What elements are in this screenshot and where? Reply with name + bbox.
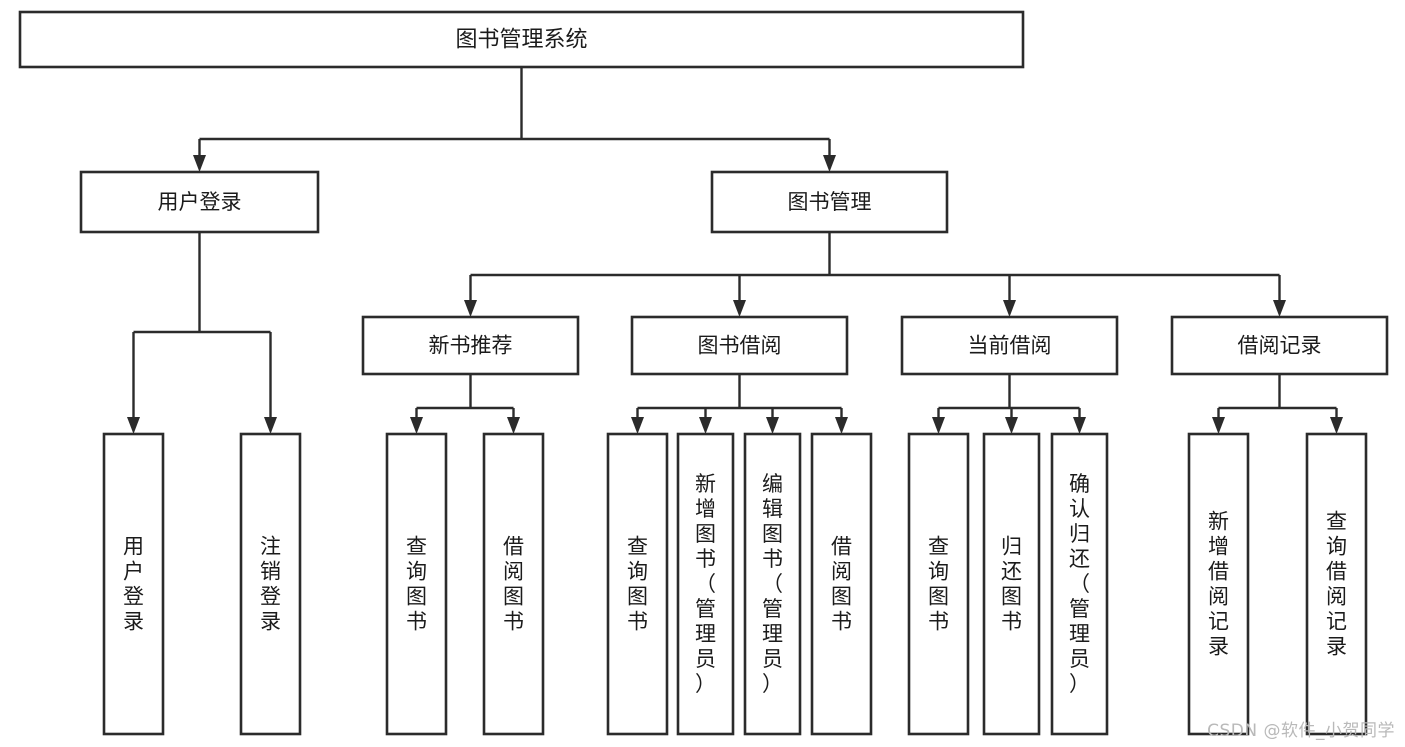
csdn-watermark: CSDN @软件_小贺同学	[1207, 721, 1395, 741]
node-box-c2[interactable]	[676, 432, 735, 736]
node-label-e2: 查询借阅记录	[1326, 510, 1347, 659]
node-label-d3: 确认归还（管理员）	[1069, 472, 1090, 696]
node-box-b2[interactable]	[482, 432, 545, 736]
node-label-l3a: 新书推荐	[429, 334, 513, 358]
node-box-c1[interactable]	[606, 432, 669, 736]
node-label-e1: 新增借阅记录	[1208, 510, 1229, 659]
node-box-d3[interactable]	[1050, 432, 1109, 736]
node-label-l3d: 借阅记录	[1238, 334, 1322, 358]
node-c1[interactable]: 查询图书	[606, 432, 669, 736]
node-d3[interactable]: 确认归还（管理员）	[1050, 432, 1109, 736]
node-label-c3: 编辑图书（管理员）	[762, 472, 783, 696]
node-label-b1: 查询图书	[406, 535, 427, 634]
node-layer: 图书管理系统用户登录图书管理新书推荐图书借阅当前借阅借阅记录用户登录注销登录查询…	[18, 10, 1389, 736]
node-l3d[interactable]: 借阅记录	[1170, 315, 1389, 376]
node-l3c[interactable]: 当前借阅	[900, 315, 1119, 376]
node-l3b[interactable]: 图书借阅	[630, 315, 849, 376]
node-label-d2: 归还图书	[1001, 535, 1022, 634]
node-label-d1: 查询图书	[928, 535, 949, 634]
node-box-l3d[interactable]	[1170, 315, 1389, 376]
node-label-a1: 用户登录	[123, 535, 144, 634]
node-b1[interactable]: 查询图书	[385, 432, 448, 736]
node-d1[interactable]: 查询图书	[907, 432, 970, 736]
node-c2[interactable]: 新增图书（管理员）	[676, 432, 735, 736]
node-label-l3b: 图书借阅	[698, 334, 782, 358]
node-l2b[interactable]: 图书管理	[710, 170, 949, 234]
node-box-l2b[interactable]	[710, 170, 949, 234]
node-e1[interactable]: 新增借阅记录	[1187, 432, 1250, 736]
node-label-root: 图书管理系统	[455, 28, 587, 53]
node-box-b1[interactable]	[385, 432, 448, 736]
node-box-a1[interactable]	[102, 432, 165, 736]
node-c3[interactable]: 编辑图书（管理员）	[743, 432, 802, 736]
node-b2[interactable]: 借阅图书	[482, 432, 545, 736]
node-c4[interactable]: 借阅图书	[810, 432, 873, 736]
node-a2[interactable]: 注销登录	[239, 432, 302, 736]
node-box-l2a[interactable]	[79, 170, 320, 234]
node-root[interactable]: 图书管理系统	[18, 10, 1025, 69]
node-box-l3c[interactable]	[900, 315, 1119, 376]
node-box-root[interactable]	[18, 10, 1025, 69]
node-label-l2a: 用户登录	[158, 190, 242, 214]
node-label-c1: 查询图书	[627, 535, 648, 634]
node-box-e2[interactable]	[1305, 432, 1368, 736]
node-box-a2[interactable]	[239, 432, 302, 736]
node-box-d1[interactable]	[907, 432, 970, 736]
node-box-l3b[interactable]	[630, 315, 849, 376]
node-d2[interactable]: 归还图书	[982, 432, 1041, 736]
node-label-c4: 借阅图书	[831, 535, 852, 634]
node-label-a2: 注销登录	[260, 535, 281, 634]
node-box-e1[interactable]	[1187, 432, 1250, 736]
node-l3a[interactable]: 新书推荐	[361, 315, 580, 376]
node-box-d2[interactable]	[982, 432, 1041, 736]
node-l2a[interactable]: 用户登录	[79, 170, 320, 234]
node-box-c4[interactable]	[810, 432, 873, 736]
node-box-l3a[interactable]	[361, 315, 580, 376]
node-box-c3[interactable]	[743, 432, 802, 736]
node-label-b2: 借阅图书	[503, 535, 524, 634]
connector-layer	[127, 67, 1343, 434]
node-label-l2b: 图书管理	[788, 190, 872, 214]
node-label-l3c: 当前借阅	[968, 334, 1052, 358]
node-a1[interactable]: 用户登录	[102, 432, 165, 736]
node-label-c2: 新增图书（管理员）	[695, 472, 716, 696]
node-e2[interactable]: 查询借阅记录	[1305, 432, 1368, 736]
